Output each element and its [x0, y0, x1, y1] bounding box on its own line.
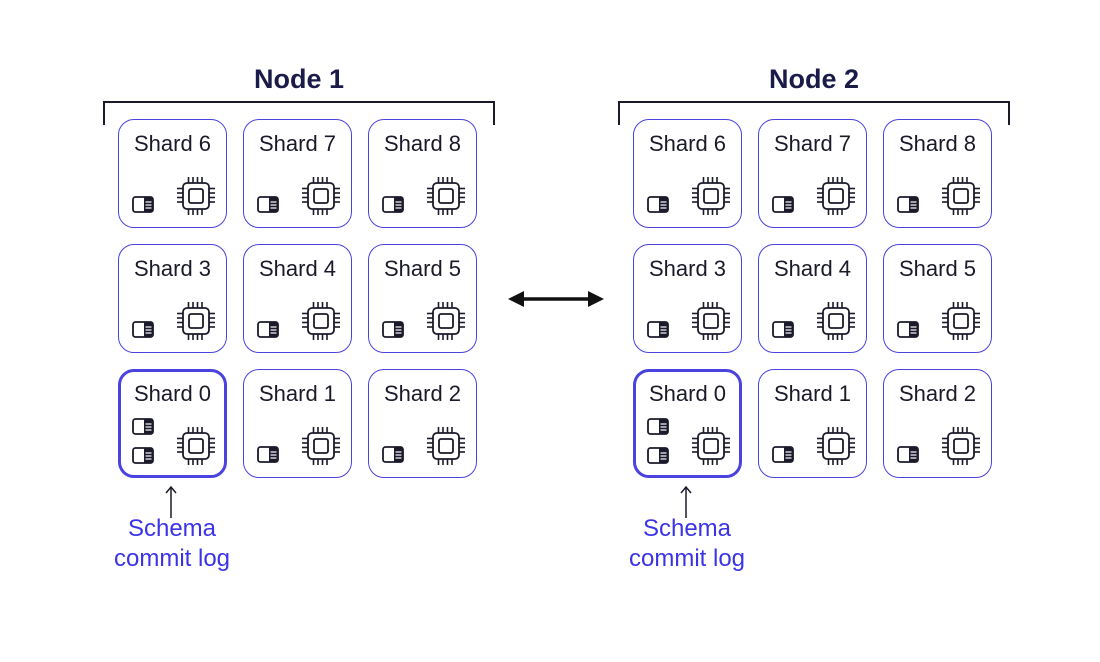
- cpu-chip-icon: [942, 177, 980, 215]
- shard-card: Shard 0: [118, 369, 227, 478]
- up-arrow-icon: [165, 485, 177, 518]
- cpu-chip-icon: [942, 302, 980, 340]
- disk-icon: [897, 446, 919, 463]
- disk-icon: [132, 447, 154, 464]
- shard-card: Shard 8: [368, 119, 477, 228]
- node-title: Node 1: [253, 64, 345, 94]
- cpu-chip-icon: [427, 427, 465, 465]
- disk-icon: [647, 196, 669, 213]
- schema-commit-log-annotation: Schema commit log: [85, 514, 259, 574]
- disk-icon: [647, 447, 669, 464]
- shard-label: Shard 3: [133, 256, 212, 281]
- shard-label: Shard 8: [898, 131, 977, 156]
- shard-label: Shard 0: [133, 381, 212, 406]
- disk-icon: [257, 321, 279, 338]
- disk-icon: [382, 321, 404, 338]
- shard-card: Shard 6: [633, 119, 742, 228]
- annotation-line: commit log: [113, 545, 231, 572]
- cpu-chip-icon: [427, 302, 465, 340]
- disk-icon: [132, 321, 154, 338]
- disk-icon: [647, 418, 669, 435]
- shard-card: Shard 1: [243, 369, 352, 478]
- shard-label: Shard 4: [258, 256, 337, 281]
- shard-label: Shard 5: [898, 256, 977, 281]
- node-title: Node 2: [768, 64, 860, 94]
- disk-icon: [132, 418, 154, 435]
- up-arrow-icon: [680, 485, 692, 518]
- cpu-chip-icon: [177, 427, 215, 465]
- shard-label: Shard 1: [258, 381, 337, 406]
- cpu-chip-icon: [302, 302, 340, 340]
- shard-card: Shard 6: [118, 119, 227, 228]
- disk-icon: [257, 446, 279, 463]
- shard-label: Shard 7: [773, 131, 852, 156]
- cpu-chip-icon: [177, 302, 215, 340]
- shard-card: Shard 5: [883, 244, 992, 353]
- disk-icon: [772, 196, 794, 213]
- cpu-chip-icon: [177, 177, 215, 215]
- cpu-chip-icon: [302, 427, 340, 465]
- disk-icon: [897, 321, 919, 338]
- cpu-chip-icon: [692, 427, 730, 465]
- shard-label: Shard 1: [773, 381, 852, 406]
- shard-label: Shard 6: [133, 131, 212, 156]
- disk-icon: [647, 321, 669, 338]
- shard-card: Shard 4: [758, 244, 867, 353]
- node-2-group: Node 2 Shard 6 Shard 7 Shard 8 Shard 3 Shard …: [618, 62, 1010, 572]
- shard-card: Shard 7: [243, 119, 352, 228]
- double-arrow-icon: [508, 291, 604, 307]
- shard-label: Shard 2: [898, 381, 977, 406]
- annotation-line: commit log: [628, 545, 746, 572]
- cpu-chip-icon: [427, 177, 465, 215]
- shard-label: Shard 4: [773, 256, 852, 281]
- shard-label: Shard 8: [383, 131, 462, 156]
- cpu-chip-icon: [817, 302, 855, 340]
- annotation-line: Schema: [127, 515, 217, 542]
- shard-label: Shard 3: [648, 256, 727, 281]
- shard-label: Shard 7: [258, 131, 337, 156]
- cpu-chip-icon: [817, 427, 855, 465]
- shard-card: Shard 2: [368, 369, 477, 478]
- schema-commit-log-annotation: Schema commit log: [600, 514, 774, 574]
- node-bracket: [618, 101, 1010, 125]
- disk-icon: [772, 321, 794, 338]
- shard-card: Shard 7: [758, 119, 867, 228]
- cpu-chip-icon: [692, 302, 730, 340]
- shard-card: Shard 0: [633, 369, 742, 478]
- shard-card: Shard 1: [758, 369, 867, 478]
- shard-card: Shard 8: [883, 119, 992, 228]
- cpu-chip-icon: [692, 177, 730, 215]
- cpu-chip-icon: [302, 177, 340, 215]
- disk-icon: [132, 196, 154, 213]
- node-1-group: Node 1 Shard 6 Shard 7 Shard 8 Shard 3 Shard …: [103, 62, 495, 572]
- shard-card: Shard 3: [118, 244, 227, 353]
- annotation-line: Schema: [642, 515, 732, 542]
- shard-card: Shard 3: [633, 244, 742, 353]
- cpu-chip-icon: [817, 177, 855, 215]
- shard-label: Shard 2: [383, 381, 462, 406]
- disk-icon: [897, 196, 919, 213]
- shard-label: Shard 5: [383, 256, 462, 281]
- disk-icon: [382, 446, 404, 463]
- disk-icon: [382, 196, 404, 213]
- shard-card: Shard 5: [368, 244, 477, 353]
- shard-card: Shard 4: [243, 244, 352, 353]
- shard-label: Shard 0: [648, 381, 727, 406]
- shard-card: Shard 2: [883, 369, 992, 478]
- disk-icon: [257, 196, 279, 213]
- shard-label: Shard 6: [648, 131, 727, 156]
- disk-icon: [772, 446, 794, 463]
- node-bracket: [103, 101, 495, 125]
- cpu-chip-icon: [942, 427, 980, 465]
